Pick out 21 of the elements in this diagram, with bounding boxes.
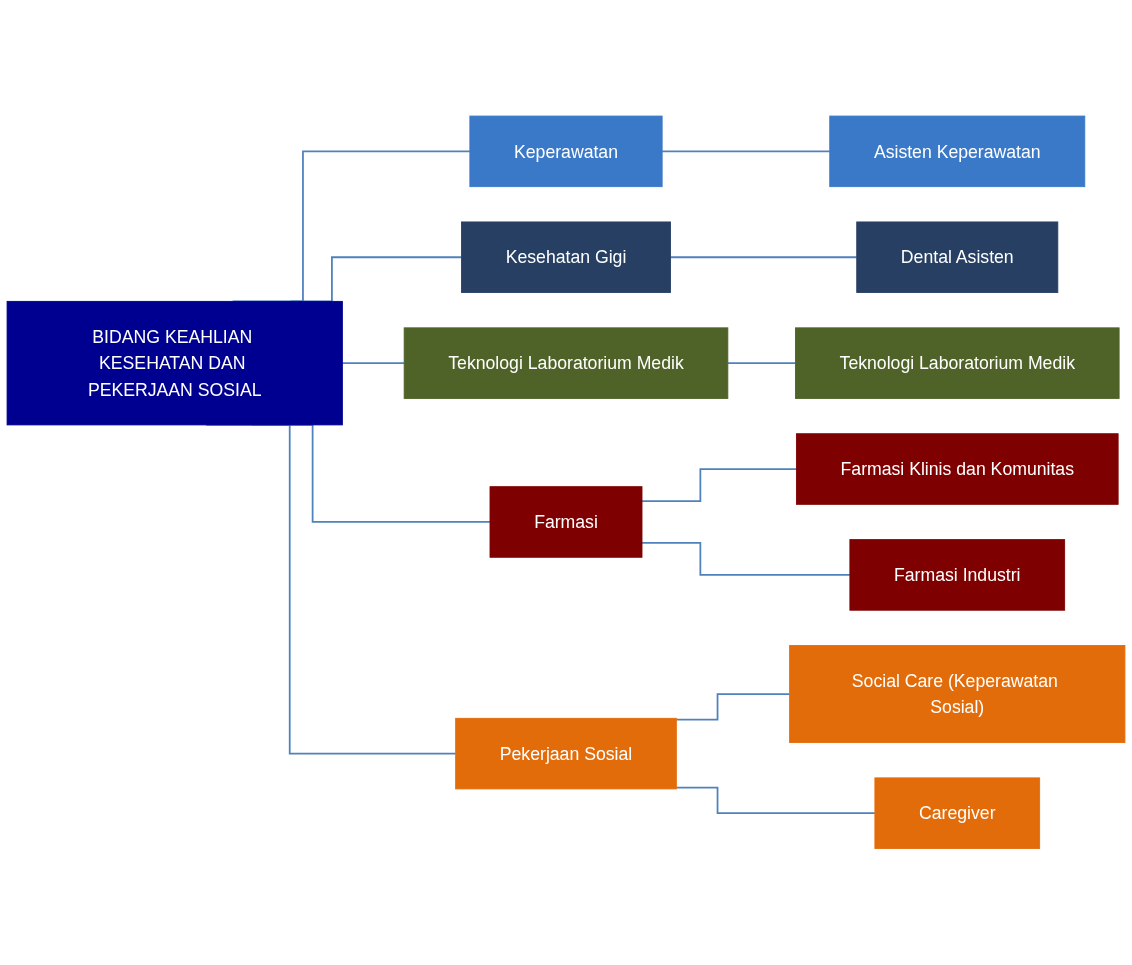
node-box: Pekerjaan Sosial [455, 718, 677, 790]
node-box: Social Care (Keperawatan Sosial) [789, 645, 1126, 744]
node-box: Keperawatan [469, 115, 663, 188]
connector [726, 362, 797, 365]
connector [675, 787, 876, 815]
node-box: Dental Asisten [856, 221, 1059, 294]
node-box: Teknologi Laboratorium Medik [795, 327, 1120, 400]
node-box: Asisten Keperawatan [829, 115, 1086, 188]
node-box: Farmasi Industri [849, 539, 1066, 611]
node-box: Farmasi Klinis dan Komunitas [795, 433, 1119, 505]
node-box: Teknologi Laboratorium Medik [403, 327, 729, 400]
connector [675, 693, 791, 721]
node-box: Kesehatan Gigi [461, 221, 671, 294]
connector [341, 362, 406, 365]
connector [669, 256, 858, 259]
connector [641, 468, 798, 503]
node-box: Caregiver [874, 777, 1041, 850]
connector [641, 542, 851, 577]
node-box: Farmasi [489, 486, 643, 558]
connector [661, 150, 831, 153]
node-box: BIDANG KEAHLIAN KESEHATAN DAN PEKERJAAN SOSIAL [6, 301, 343, 426]
